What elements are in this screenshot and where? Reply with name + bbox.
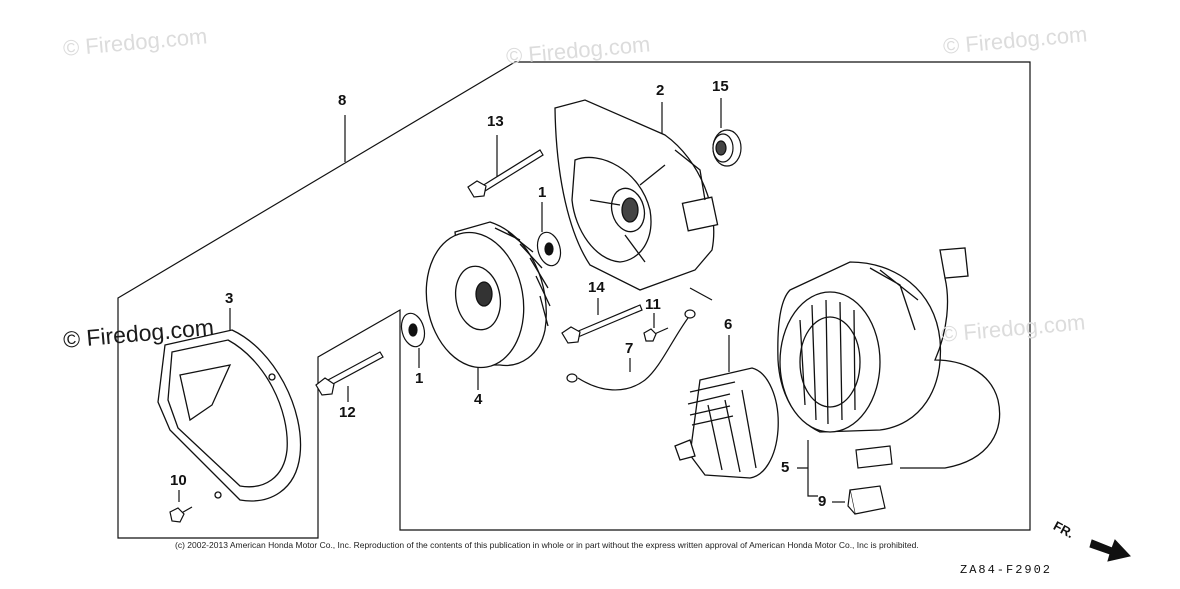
callout-9: 9 (818, 493, 827, 510)
callout-6: 6 (724, 316, 733, 333)
rear-housing-icon (554, 99, 719, 291)
callout-15: 15 (712, 78, 729, 95)
bolt-icon (561, 304, 643, 344)
callout-3: 3 (225, 290, 234, 307)
alternator-cover-icon (157, 329, 302, 502)
bolt-icon (467, 149, 544, 198)
rotor-icon (674, 367, 779, 479)
washer-icon (400, 312, 426, 348)
stator-icon (777, 247, 1001, 469)
front-arrow-icon (1089, 539, 1131, 562)
bolt-icon (169, 506, 193, 523)
bolt-icon (315, 351, 384, 396)
copyright-notice: (c) 2002-2013 American Honda Motor Co., … (175, 540, 919, 550)
callout-14: 14 (588, 279, 605, 296)
ground-wire-icon (566, 309, 696, 391)
diagram-code: ZA84-F2902 (960, 563, 1053, 577)
callout-1-lower: 1 (415, 370, 424, 387)
connector-icon (847, 445, 893, 515)
bearing-icon (712, 129, 742, 167)
assembly-outline (117, 61, 1031, 539)
callout-2: 2 (656, 82, 665, 99)
callout-4: 4 (474, 391, 483, 408)
leader-5 (797, 440, 818, 497)
callout-5: 5 (781, 459, 790, 476)
washer-icon (536, 231, 562, 267)
callout-10: 10 (170, 472, 187, 489)
callout-8: 8 (338, 92, 347, 109)
callout-13: 13 (487, 113, 504, 130)
callout-11: 11 (645, 296, 661, 313)
callout-12: 12 (339, 404, 356, 421)
callout-1: 1 (538, 184, 547, 201)
callout-7: 7 (625, 340, 634, 357)
fan-icon (425, 221, 551, 369)
bolt-icon (643, 327, 669, 342)
leader-wire (689, 287, 713, 301)
